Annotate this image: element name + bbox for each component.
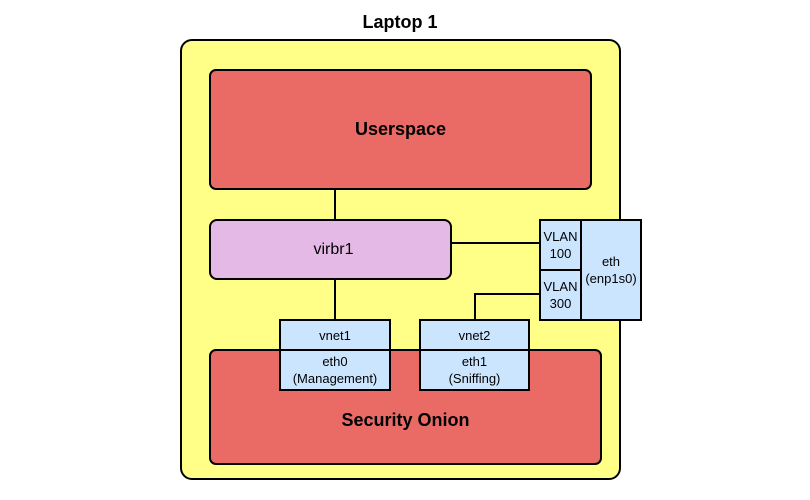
- eth1-name: eth1: [461, 354, 488, 369]
- diagram-title: Laptop 1: [362, 12, 438, 32]
- virbr1-bridge: virbr1: [209, 219, 452, 280]
- vnet2-label: vnet2: [458, 327, 491, 343]
- userspace-label: Userspace: [354, 119, 447, 139]
- userspace-box: Userspace: [209, 69, 592, 190]
- eth-device: (enp1s0): [585, 271, 637, 286]
- eth-physical-interface: eth (enp1s0): [580, 219, 642, 321]
- virbr1-label: virbr1: [313, 240, 354, 258]
- vlan100-interface: VLAN 100: [539, 219, 582, 271]
- vlan100-label: VLAN: [543, 229, 578, 244]
- vnet1-interface: vnet1: [279, 319, 391, 351]
- vlan300-id: 300: [549, 296, 572, 311]
- vlan300-interface: VLAN 300: [539, 269, 582, 321]
- eth0-name: eth0: [322, 354, 348, 369]
- eth0-role: (Management): [292, 371, 378, 386]
- eth0-interface: eth0 (Management): [279, 349, 391, 391]
- eth1-interface: eth1 (Sniffing): [419, 349, 530, 391]
- vnet1-label: vnet1: [319, 327, 351, 343]
- vlan300-label: VLAN: [543, 279, 578, 294]
- security-onion-label: Security Onion: [341, 410, 470, 430]
- vnet2-interface: vnet2: [419, 319, 530, 351]
- eth-label: eth: [601, 254, 621, 269]
- vlan100-id: 100: [549, 246, 572, 261]
- security-onion-box: Security Onion: [209, 349, 602, 465]
- vlan300-vnet2-link: [474, 293, 540, 320]
- eth1-role: (Sniffing): [448, 371, 501, 386]
